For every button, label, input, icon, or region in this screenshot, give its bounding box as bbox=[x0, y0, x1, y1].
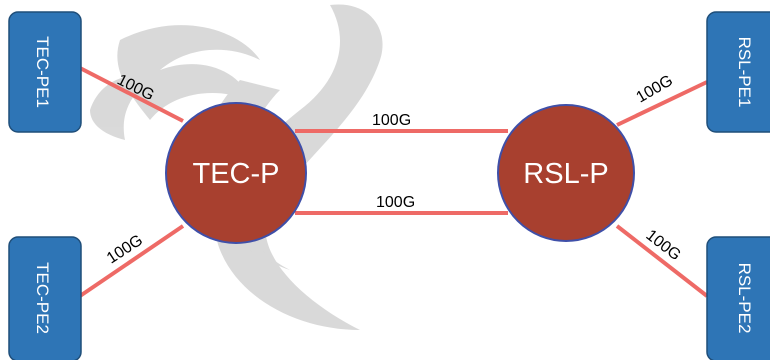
links bbox=[78, 66, 709, 298]
link-rsl-pe2-rsl-p bbox=[615, 224, 709, 298]
edge-node-label: TEC-PE2 bbox=[33, 262, 52, 334]
link-label-tec-pe2: 100G bbox=[104, 232, 146, 268]
edge-node-rsl-pe1: RSL-PE1 bbox=[706, 11, 770, 133]
link-tec-pe2-tec-p bbox=[78, 224, 185, 298]
edge-node-tec-pe2: TEC-PE2 bbox=[8, 236, 82, 360]
link-rsl-pe1-rsl-p bbox=[616, 80, 708, 127]
core-node-tec-p: TEC-P bbox=[165, 102, 307, 244]
edge-node-label: RSL-PE2 bbox=[735, 263, 754, 334]
edge-node-label: RSL-PE1 bbox=[735, 37, 754, 108]
link-label-core-lower: 100G bbox=[376, 194, 415, 211]
link-label-rsl-pe2: 100G bbox=[643, 227, 684, 264]
edge-node-tec-pe1: TEC-PE1 bbox=[8, 11, 82, 133]
edge-node-label: TEC-PE1 bbox=[33, 36, 52, 108]
core-node-label: RSL-P bbox=[523, 158, 608, 190]
core-node-label: TEC-P bbox=[193, 158, 280, 190]
link-label-core-upper: 100G bbox=[372, 112, 411, 129]
core-node-rsl-p: RSL-P bbox=[497, 104, 635, 242]
edge-node-rsl-pe2: RSL-PE2 bbox=[706, 236, 770, 360]
link-tec-pe1-tec-p bbox=[79, 66, 184, 123]
